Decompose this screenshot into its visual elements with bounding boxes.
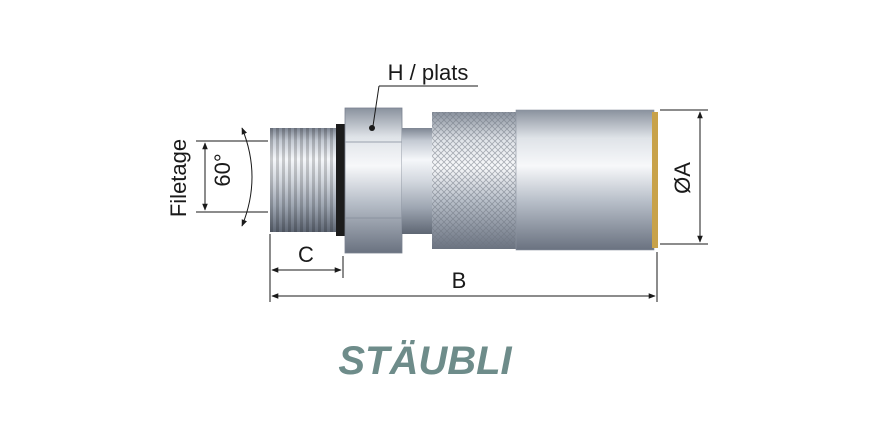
c-label: C [298,242,314,267]
seal-ring [336,124,346,236]
diameter-label: ØA [670,162,695,194]
logo-text: STÄUBLI [338,339,512,383]
coupling-body [270,107,658,254]
angle-label: 60° [210,153,235,186]
angle-arc [241,127,253,227]
b-label: B [452,268,467,293]
dimension-b: B [269,252,658,302]
smooth-sleeve [516,110,654,250]
dimension-c: C [269,234,344,278]
dimension-a: ØA [660,109,708,245]
hex-callout: H / plats [369,60,478,131]
thread-dimension: Filetage 60° [166,127,268,227]
coupling-neck [402,128,432,234]
hex-nut [345,108,402,253]
brass-ring [652,112,658,248]
staubli-logo: STÄUBLI [338,339,512,383]
hex-label: H / plats [388,60,469,85]
thread-label: Filetage [166,139,191,217]
